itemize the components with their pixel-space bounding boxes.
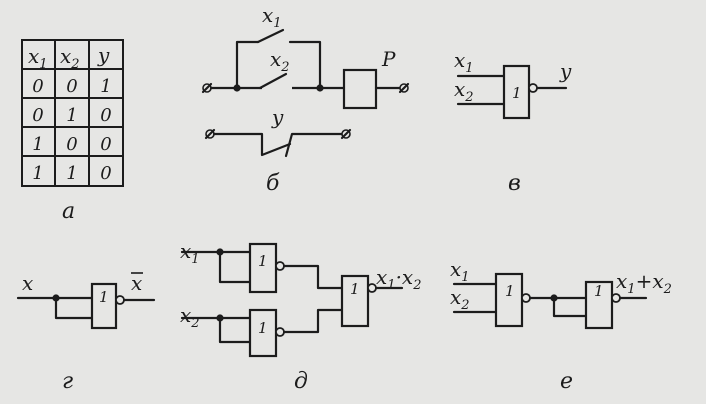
gate-label: 1: [350, 280, 360, 298]
inversion-bubble: [275, 327, 285, 337]
not-gate: [584, 280, 614, 330]
contact-y: [212, 132, 292, 157]
relay-coil: [342, 68, 378, 110]
terminal-mark: [398, 82, 410, 94]
contact-y: [284, 132, 344, 158]
junction: [316, 84, 324, 92]
nor-gate-circuit: 1 x1 x2 y в: [454, 48, 572, 196]
junction: [233, 84, 241, 92]
contact-gap: [262, 82, 292, 94]
not-gate: [90, 282, 118, 330]
table-cell: 0: [100, 163, 111, 184]
gate-label: 1: [258, 252, 268, 270]
contact-x1: [256, 28, 285, 44]
inversion-bubble: [528, 83, 538, 93]
link-wire: [552, 296, 588, 318]
label-x1: x1: [180, 239, 200, 267]
label-y: y: [271, 105, 284, 129]
caption-b: б: [266, 171, 280, 196]
table-cell: 1: [66, 105, 77, 126]
contact-x2: [258, 72, 288, 90]
branch-wire: [235, 40, 260, 90]
label-x2: x2: [270, 47, 290, 75]
inversion-bubble: [367, 283, 377, 293]
label-relay: P: [381, 47, 396, 71]
caption-v: в: [508, 171, 521, 196]
gate-label: 1: [594, 282, 604, 300]
not-gate: [248, 308, 278, 358]
nor-gate: [340, 274, 370, 328]
gate-label: 1: [258, 319, 268, 337]
label-x2: x2: [180, 303, 200, 331]
gate-label: 1: [512, 84, 522, 102]
table-cell: 1: [66, 163, 77, 184]
inversion-bubble: [521, 293, 531, 303]
or-circuit: 1 1 x1 x2 x1+x2 е: [450, 257, 672, 394]
junction: [216, 248, 224, 256]
table-cell: 1: [32, 163, 43, 184]
label-x-negated: x: [131, 271, 142, 295]
table-cell: 0: [32, 105, 43, 126]
nor-gate: [502, 64, 531, 120]
terminal-mark: [340, 128, 352, 140]
table-cell: 0: [100, 134, 111, 155]
inverter-circuit: 1 x x г: [16, 271, 156, 394]
junction: [52, 294, 60, 302]
input-wire: [218, 316, 252, 344]
table-cell: 1: [32, 134, 43, 155]
inversion-bubble: [275, 261, 285, 271]
table-cell: 0: [66, 76, 77, 97]
branch-wire: [288, 40, 322, 90]
caption-d: д: [294, 369, 308, 394]
label-x1: x1: [450, 257, 470, 285]
output-label: x1·x2: [376, 265, 421, 293]
junction: [550, 294, 558, 302]
inversion-bubble: [115, 295, 125, 305]
table-frame: [21, 39, 124, 187]
table-cell: 0: [100, 105, 111, 126]
truth-table: x1 x2 y 0 0 1 0 1 0 1 0 0 1 1 0 а: [21, 39, 124, 224]
not-gate: [248, 242, 278, 294]
link-wire: [282, 308, 344, 334]
terminal-mark: [204, 128, 216, 140]
relay-circuit: x1 x2 P y б: [201, 3, 410, 196]
label-x1: x1: [262, 3, 282, 31]
label-x2: x2: [450, 285, 470, 313]
table-cell: 0: [66, 134, 77, 155]
junction: [216, 314, 224, 322]
caption-e: е: [560, 369, 573, 394]
and-circuit: 1 1 1 x1 x2 x1·x2 д: [180, 239, 421, 394]
output-label: x1+x2: [616, 269, 672, 297]
terminal-mark: [201, 82, 213, 94]
table-cell: 1: [100, 76, 111, 97]
gate-label: 1: [99, 288, 109, 306]
link-wire: [282, 264, 344, 290]
header-y: y: [97, 43, 110, 67]
label-x2: x2: [454, 77, 474, 105]
inversion-bubble: [611, 293, 621, 303]
caption-a: а: [62, 199, 75, 224]
label-x1: x1: [454, 48, 474, 76]
input-wire: [54, 296, 94, 320]
input-wire: [218, 250, 252, 284]
header-x2: x2: [60, 44, 80, 72]
table-cell: 0: [32, 76, 43, 97]
label-x: x: [22, 271, 33, 295]
caption-g: г: [62, 369, 73, 394]
gate-label: 1: [505, 282, 515, 300]
header-x1: x1: [28, 44, 48, 72]
label-y: y: [559, 59, 572, 83]
